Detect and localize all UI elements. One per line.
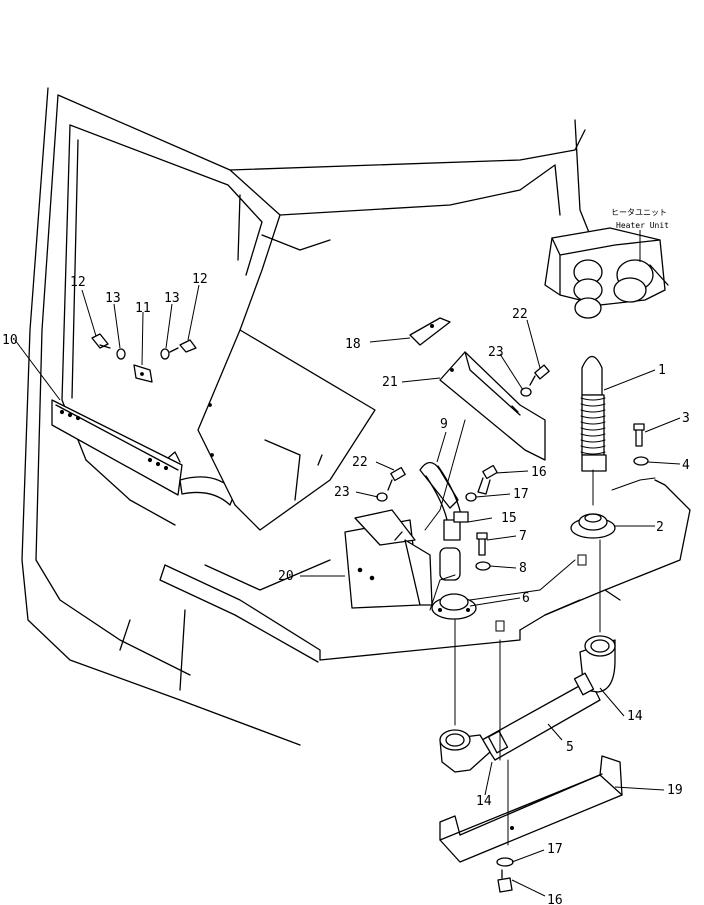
heater-note-english: Heater Unit bbox=[616, 221, 669, 230]
duct-rib bbox=[580, 415, 606, 419]
callout-5: 5 bbox=[566, 740, 574, 755]
callout-23-lower: 23 bbox=[334, 485, 350, 500]
bolt-22-lower bbox=[376, 466, 406, 502]
hose-9 bbox=[419, 461, 463, 581]
callout-21: 21 bbox=[382, 375, 398, 390]
duct-rib bbox=[580, 439, 606, 443]
duct-rib bbox=[580, 427, 606, 431]
callout-20: 20 bbox=[278, 569, 294, 584]
bracket-21 bbox=[439, 351, 546, 461]
callout-18: 18 bbox=[345, 337, 361, 352]
callout-19: 19 bbox=[667, 783, 683, 798]
duct-rib bbox=[580, 451, 606, 455]
callout-9: 9 bbox=[440, 417, 448, 432]
tray-19 bbox=[439, 755, 623, 863]
callout-labels: 1 2 3 4 5 6 7 8 9 10 11 12 12 13 13 14 1… bbox=[2, 272, 690, 905]
clip-11 bbox=[133, 364, 153, 383]
callout-14-left: 14 bbox=[476, 794, 492, 809]
callout-1: 1 bbox=[658, 363, 666, 378]
assembly-lines bbox=[424, 419, 656, 846]
callout-23-upper: 23 bbox=[488, 345, 504, 360]
leader-lines bbox=[14, 284, 681, 897]
callout-8: 8 bbox=[519, 561, 527, 576]
duct-rib bbox=[580, 445, 606, 449]
bolt-16-upper bbox=[465, 464, 498, 502]
cover-18 bbox=[409, 317, 451, 346]
callout-7: 7 bbox=[519, 529, 527, 544]
callout-16-upper: 16 bbox=[531, 465, 547, 480]
bolt-22-upper bbox=[520, 364, 550, 397]
bolt-16-lower bbox=[496, 857, 514, 893]
flex-duct bbox=[580, 355, 607, 472]
callout-22-upper: 22 bbox=[512, 307, 528, 322]
callout-15: 15 bbox=[501, 511, 517, 526]
callout-11: 11 bbox=[135, 301, 151, 316]
defroster-outlet bbox=[51, 399, 236, 506]
callout-3: 3 bbox=[682, 411, 690, 426]
heater-note: ヒータユニット Heater Unit bbox=[611, 208, 669, 262]
duct-rib bbox=[580, 403, 606, 407]
duct-flange-right bbox=[570, 513, 616, 539]
callout-6: 6 bbox=[522, 591, 530, 606]
duct-flange-center bbox=[431, 593, 477, 620]
bolt-3 bbox=[633, 423, 649, 466]
heater-unit bbox=[544, 227, 669, 319]
lower-duct bbox=[439, 635, 616, 773]
duct-rib bbox=[580, 397, 606, 401]
callout-12-right: 12 bbox=[192, 272, 208, 287]
duct-rib bbox=[580, 433, 606, 437]
callout-13-left: 13 bbox=[105, 291, 121, 306]
callout-17-lower: 17 bbox=[547, 842, 563, 857]
cab-frame bbox=[21, 87, 691, 746]
callout-14-right: 14 bbox=[627, 709, 643, 724]
clamp-15 bbox=[453, 511, 469, 523]
callout-22-lower: 22 bbox=[352, 455, 368, 470]
bracket-20 bbox=[344, 509, 433, 609]
callout-16-lower: 16 bbox=[547, 893, 563, 905]
duct-rib bbox=[580, 421, 606, 425]
callout-17-upper: 17 bbox=[513, 487, 529, 502]
callout-12-left: 12 bbox=[70, 275, 86, 290]
duct-rib bbox=[580, 409, 606, 413]
callout-2: 2 bbox=[656, 520, 664, 535]
fastening-marks bbox=[495, 554, 587, 632]
callout-13-right: 13 bbox=[164, 291, 180, 306]
callout-10: 10 bbox=[2, 333, 18, 348]
screws-12-13 bbox=[91, 333, 197, 360]
heater-note-japanese: ヒータユニット bbox=[611, 208, 667, 217]
callout-4: 4 bbox=[682, 458, 690, 473]
air-deflector-plate bbox=[197, 329, 376, 531]
bolt-7 bbox=[475, 532, 491, 571]
